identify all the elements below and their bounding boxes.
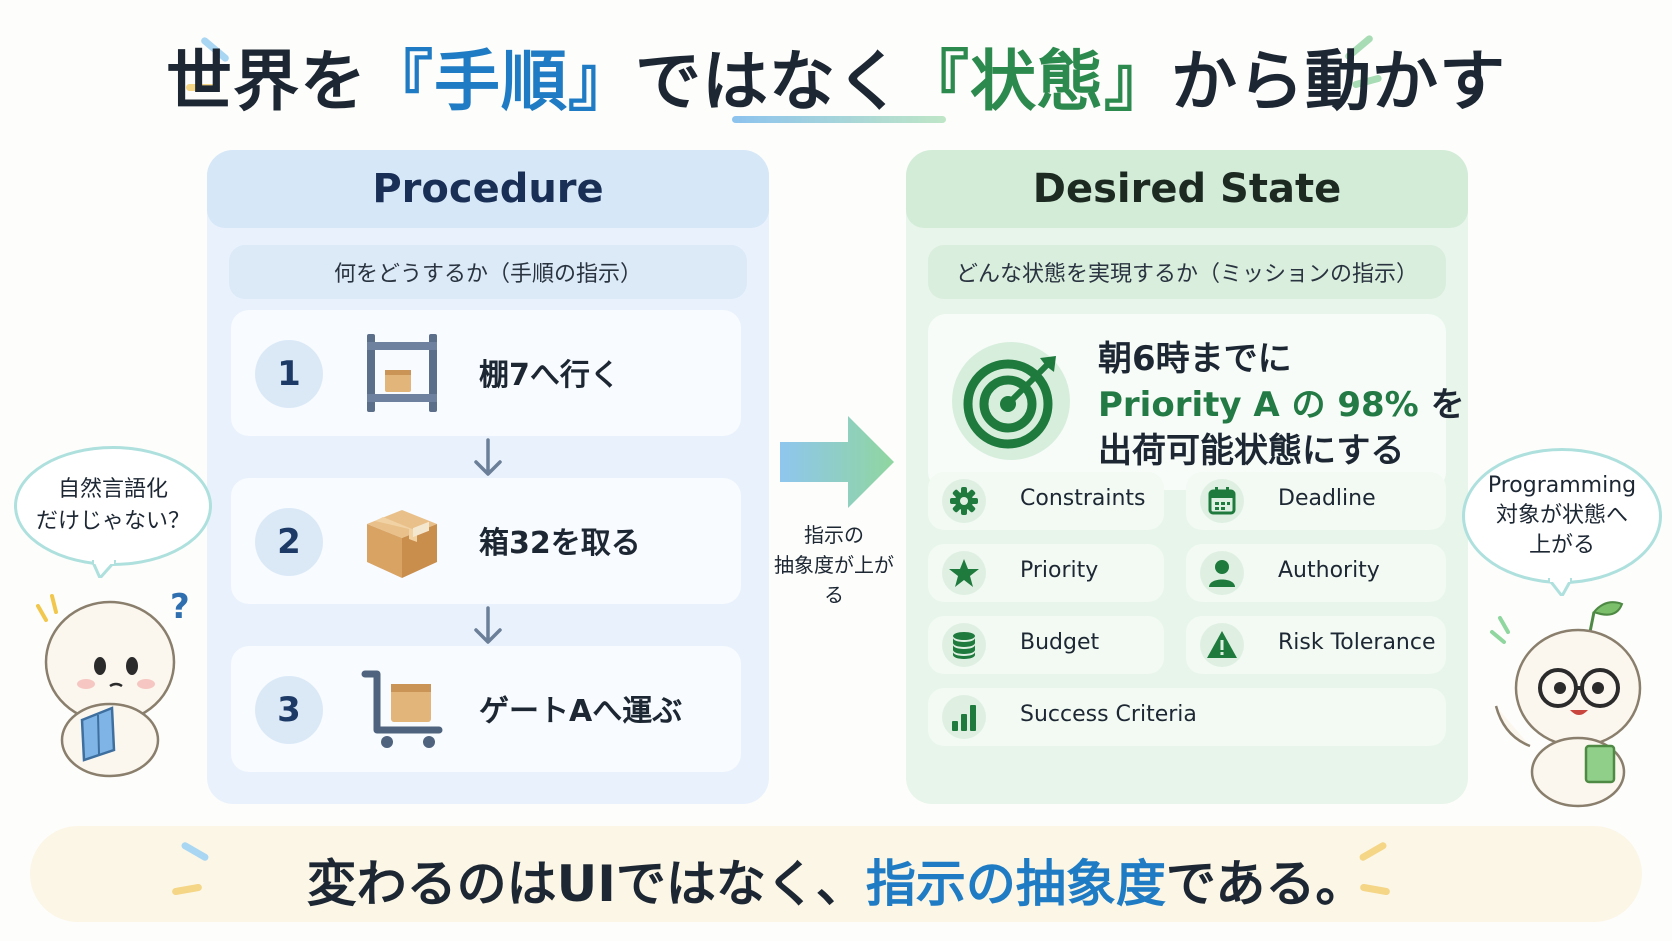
attribute-label: Authority — [1278, 558, 1380, 583]
conclusion-highlight: 指示の抽象度 — [865, 855, 1166, 913]
title-part: 世界を — [166, 43, 367, 120]
conclusion-part: 変わるのはUIではなく、 — [306, 855, 866, 913]
desired-state-heading: Desired State — [906, 150, 1468, 228]
person-icon — [1200, 551, 1244, 595]
bubble-line: Programming — [1487, 473, 1637, 498]
attribute-label: Deadline — [1278, 486, 1376, 511]
mission-line: 朝6時までに — [1098, 339, 1292, 379]
decor-dash — [186, 84, 220, 91]
desired-state-panel: Desired State どんな状態を実現するか（ミッションの指示） 朝6時ま… — [906, 150, 1468, 804]
bubble-line: 対象が状態へ — [1495, 503, 1628, 528]
down-arrow-icon — [468, 604, 508, 648]
step-number: 1 — [255, 340, 323, 408]
title-state-word: 『状態』 — [903, 43, 1171, 120]
right-speech-bubble: Programming 対象が状態へ 上がる — [1462, 448, 1662, 584]
coins-icon — [942, 623, 986, 667]
procedure-panel: Procedure 何をどうするか（手順の指示） 1 棚7へ行く 2 — [207, 150, 769, 804]
calendar-icon — [1200, 479, 1244, 523]
cart-icon — [359, 666, 445, 752]
step-card: 3 ゲートAへ運ぶ — [231, 646, 741, 772]
step-number: 2 — [255, 508, 323, 576]
title-part: から動かす — [1171, 43, 1506, 120]
mission-line: Priority A の 98% を — [1098, 382, 1465, 428]
bubble-line: 自然言語化 — [57, 477, 168, 502]
warning-icon — [1200, 623, 1244, 667]
step-label: 棚7へ行く — [479, 358, 620, 393]
attribute-label: Risk Tolerance — [1278, 630, 1436, 655]
step-label: ゲートAへ運ぶ — [479, 694, 683, 729]
bubble-line: だけじゃない？ — [35, 509, 190, 534]
attribute-authority: Authority — [1186, 544, 1446, 602]
step-card: 1 棚7へ行く — [231, 310, 741, 436]
bubble-tail — [1544, 576, 1575, 599]
transition-arrow-icon — [780, 412, 898, 512]
mission-line: 出荷可能状態にする — [1098, 431, 1405, 471]
attribute-label: Constraints — [1020, 486, 1146, 511]
conclusion-banner: 変わるのはUIではなく、指示の抽象度である。 — [30, 826, 1642, 922]
attribute-label: Budget — [1020, 630, 1100, 655]
gear-icon — [942, 479, 986, 523]
caption-line: 指示の — [804, 523, 864, 547]
caption-line: 抽象度が上がる — [774, 553, 894, 607]
attribute-label: Success Criteria — [1020, 702, 1197, 727]
bubble-line: 上がる — [1528, 533, 1595, 558]
title-procedure-word: 『手順』 — [367, 43, 635, 120]
attribute-success-criteria: Success Criteria — [928, 688, 1446, 746]
star-icon — [942, 551, 986, 595]
page-title: 世界を『手順』ではなく『状態』から動かす — [0, 28, 1672, 124]
step-label: 箱32を取る — [479, 526, 641, 561]
transition-caption: 指示の 抽象度が上がる — [770, 520, 898, 610]
thinking-character: ? — [28, 580, 190, 780]
box-icon — [359, 498, 445, 584]
mission-statement: 朝6時までに Priority A の 98% を 出荷可能状態にする — [1098, 336, 1465, 474]
attribute-label: Priority — [1020, 558, 1099, 583]
mission-line-tail: を — [1418, 385, 1465, 425]
pointing-character — [1482, 596, 1654, 810]
attribute-deadline: Deadline — [1186, 472, 1446, 530]
step-number: 3 — [255, 676, 323, 744]
mission-card: 朝6時までに Priority A の 98% を 出荷可能状態にする — [928, 314, 1465, 490]
desired-state-subheading: どんな状態を実現するか（ミッションの指示） — [928, 245, 1446, 299]
svg-text:?: ? — [170, 587, 188, 627]
mission-target: Priority A の 98% — [1098, 385, 1419, 425]
target-icon — [952, 342, 1070, 460]
shelf-icon — [359, 330, 445, 416]
attribute-constraints: Constraints — [928, 472, 1164, 530]
attribute-priority: Priority — [928, 544, 1164, 602]
down-arrow-icon — [468, 436, 508, 480]
procedure-subheading: 何をどうするか（手順の指示） — [229, 245, 747, 299]
attribute-budget: Budget — [928, 616, 1164, 674]
attribute-risk-tolerance: Risk Tolerance — [1186, 616, 1446, 674]
conclusion-part: である。 — [1165, 855, 1366, 913]
procedure-heading: Procedure — [207, 150, 769, 228]
conclusion-text: 変わるのはUIではなく、指示の抽象度である。 — [30, 844, 1642, 916]
title-underline — [732, 116, 946, 123]
left-speech-bubble: 自然言語化 だけじゃない？ — [14, 446, 212, 566]
title-part: ではなく — [635, 43, 903, 120]
bar-chart-icon — [942, 695, 986, 739]
step-card: 2 箱32を取る — [231, 478, 741, 604]
bubble-tail — [89, 558, 120, 581]
